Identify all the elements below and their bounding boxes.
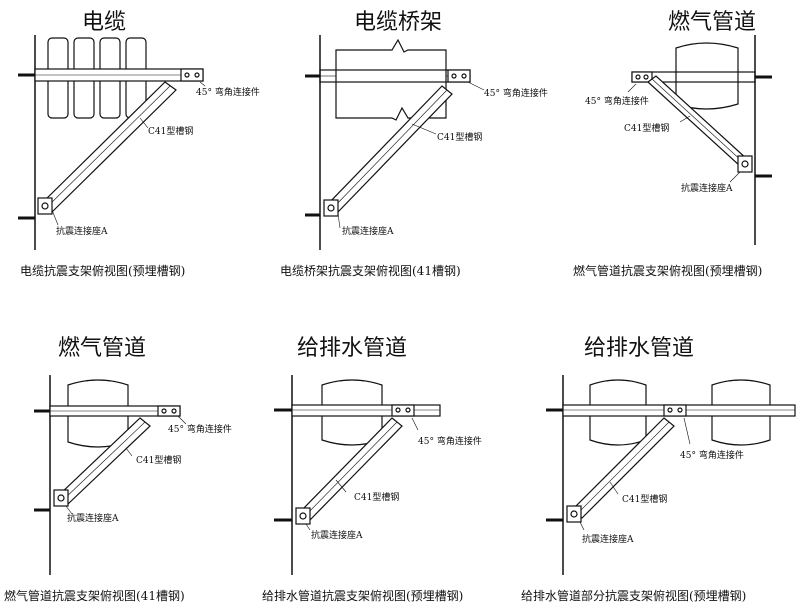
panel-4-caption: 燃气管道抗震支架俯视图(41槽钢) <box>4 589 185 603</box>
panel-5-title: 给排水管道 <box>297 336 408 361</box>
seat-label: 抗震连接座A <box>67 514 119 524</box>
channel-label: C41型槽钢 <box>148 127 194 137</box>
seismic-seat <box>295 507 311 525</box>
elbow-label: 45° 弯角连接件 <box>585 97 649 107</box>
gas-pipe <box>675 42 739 110</box>
panel-3-title: 燃气管道 <box>668 10 757 35</box>
panel-6-caption: 给排水管道部分抗震支架俯视图(预埋槽钢) <box>521 589 747 603</box>
seismic-seat <box>37 197 53 215</box>
panel-2-caption: 电缆桥架抗震支架俯视图(41槽钢) <box>280 264 461 278</box>
elbow-label: 45° 弯角连接件 <box>418 437 482 447</box>
cable-tray <box>335 38 447 121</box>
panel-3-caption: 燃气管道抗震支架俯视图(预埋槽钢) <box>573 264 763 278</box>
panel-2-title: 电缆桥架 <box>354 10 443 35</box>
seat-label: 抗震连接座A <box>56 227 108 237</box>
seismic-seat <box>566 505 582 523</box>
panel-1-caption: 电缆抗震支架俯视图(预埋槽钢) <box>20 264 186 278</box>
panel-4-title: 燃气管道 <box>58 336 147 361</box>
elbow-connector <box>631 71 653 83</box>
panel-2-drawing <box>305 35 485 250</box>
panel-5-caption: 给排水管道抗震支架俯视图(预埋槽钢) <box>262 589 464 603</box>
elbow-connector <box>391 404 415 417</box>
seat-label: 抗震连接座A <box>582 535 634 545</box>
seat-label: 抗震连接座A <box>681 184 733 194</box>
seat-label: 抗震连接座A <box>342 227 394 237</box>
panel-4-drawing <box>34 375 187 575</box>
horizontal-channel <box>291 404 441 417</box>
channel-label: C41型槽钢 <box>136 456 182 466</box>
elbow-label: 45° 弯角连接件 <box>168 425 232 435</box>
elbow-connector <box>157 405 181 417</box>
panel-5-drawing <box>274 375 441 575</box>
elbow-label: 45° 弯角连接件 <box>196 88 260 98</box>
channel-label: C41型槽钢 <box>624 124 670 134</box>
elbow-connector <box>447 69 471 83</box>
seismic-seat <box>53 489 69 507</box>
panel-1-title: 电缆 <box>82 10 127 35</box>
diagonal-brace <box>40 81 177 213</box>
panel-1-drawing <box>18 35 206 250</box>
elbow-connector <box>663 404 687 417</box>
channel-label: C41型槽钢 <box>437 133 483 143</box>
channel-label: C41型槽钢 <box>622 495 668 505</box>
seat-label: 抗震连接座A <box>311 531 363 541</box>
elbow-label: 45° 弯角连接件 <box>484 89 548 99</box>
channel-label: C41型槽钢 <box>354 493 400 503</box>
panel-3-drawing <box>627 35 772 245</box>
seismic-seat <box>323 199 339 217</box>
panel-6-title: 给排水管道 <box>584 336 695 361</box>
seismic-seat <box>737 155 753 173</box>
elbow-connector <box>180 68 204 82</box>
panel-6-drawing <box>546 375 796 575</box>
elbow-label: 45° 弯角连接件 <box>680 451 744 461</box>
